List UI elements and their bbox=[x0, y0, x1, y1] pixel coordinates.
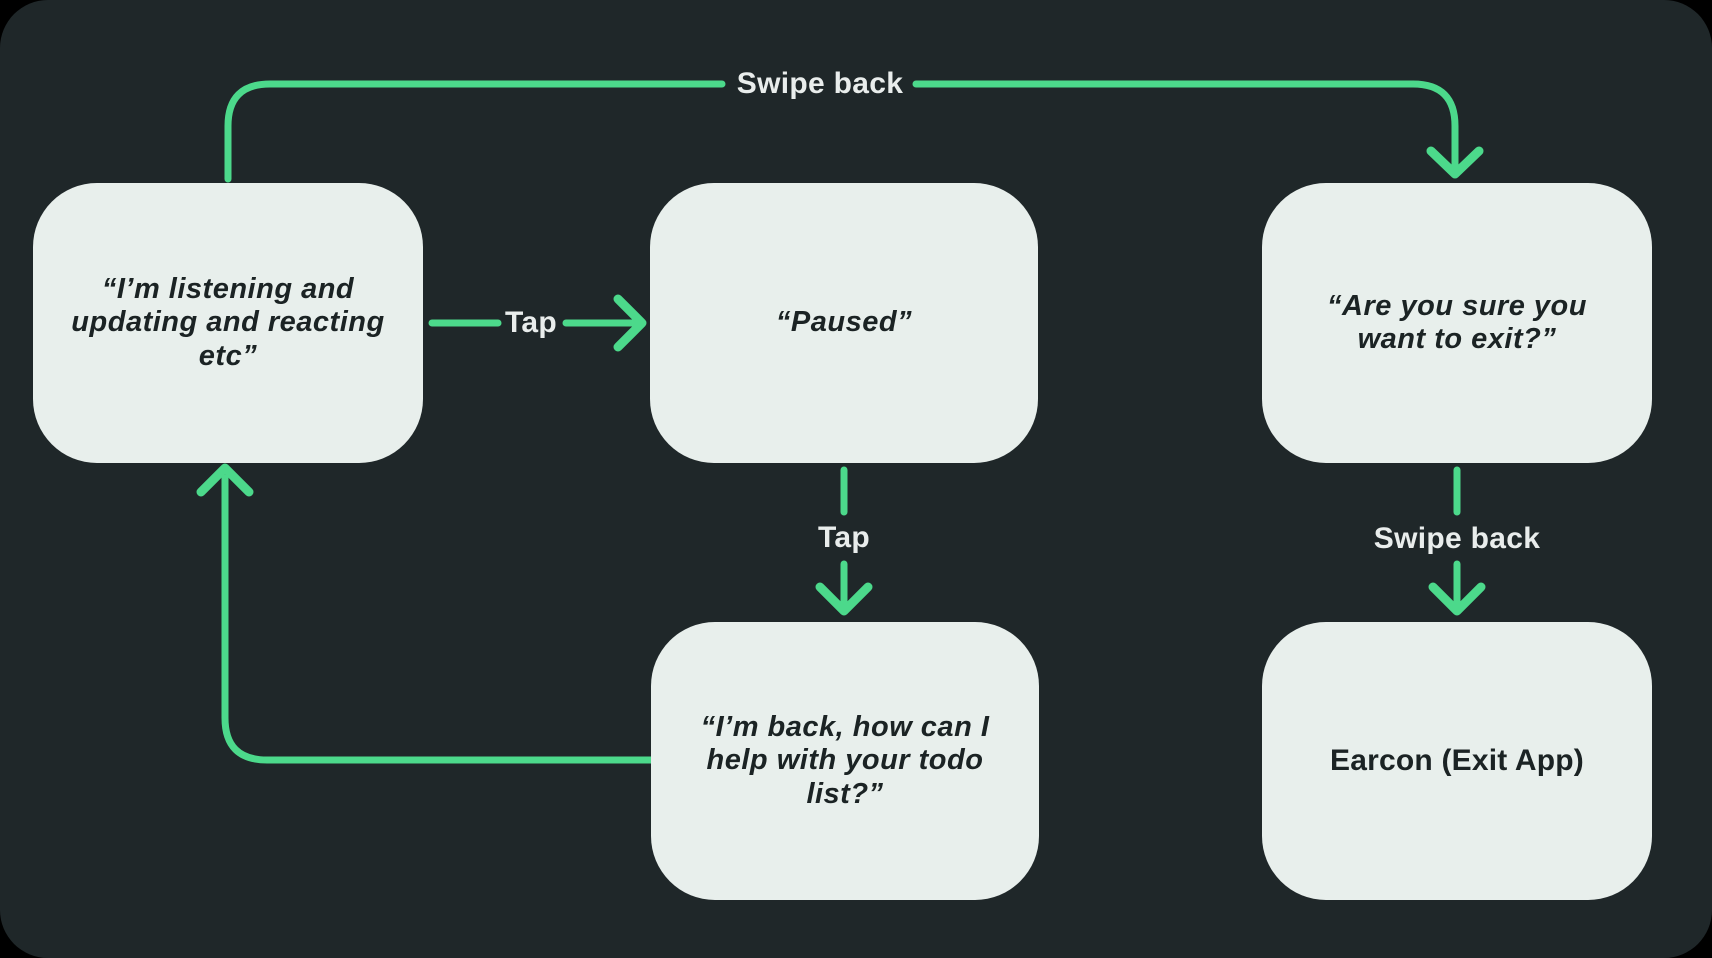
node-earcon-exit-text: Earcon (Exit App) bbox=[1330, 743, 1584, 777]
arrowhead-up-listening bbox=[196, 463, 254, 497]
edge-label-swipe-back-top: Swipe back bbox=[736, 67, 904, 100]
edge-loop-back-to-listening bbox=[221, 474, 655, 764]
node-back-helping-text: “I’m back, how can I help with your todo… bbox=[700, 710, 990, 810]
node-listening-text: “I’m listening and updating and reacting… bbox=[71, 272, 385, 372]
node-listening: “I’m listening and updating and reacting… bbox=[33, 183, 423, 463]
node-paused: “Paused” bbox=[650, 183, 1038, 463]
edge-label-tap-pause: Tap bbox=[504, 306, 558, 339]
node-earcon-exit: Earcon (Exit App) bbox=[1262, 622, 1652, 900]
arrowhead-right-paused bbox=[613, 294, 647, 352]
arrowhead-down-earcon bbox=[1428, 582, 1486, 616]
edge-swipe-back-top-right-segment bbox=[912, 80, 1459, 171]
edge-label-tap-resume: Tap bbox=[817, 521, 871, 554]
edge-swipe-back-top-left-segment bbox=[224, 80, 726, 183]
node-back-helping: “I’m back, how can I help with your todo… bbox=[651, 622, 1039, 900]
arrowhead-down-confirm-exit bbox=[1426, 146, 1484, 179]
node-confirm-exit: “Are you sure you want to exit?” bbox=[1262, 183, 1652, 463]
edge-label-swipe-back-exit: Swipe back bbox=[1373, 522, 1541, 555]
arrowhead-down-back-helping bbox=[815, 582, 873, 616]
node-paused-text: “Paused” bbox=[775, 306, 913, 339]
node-confirm-exit-text: “Are you sure you want to exit?” bbox=[1327, 289, 1587, 355]
